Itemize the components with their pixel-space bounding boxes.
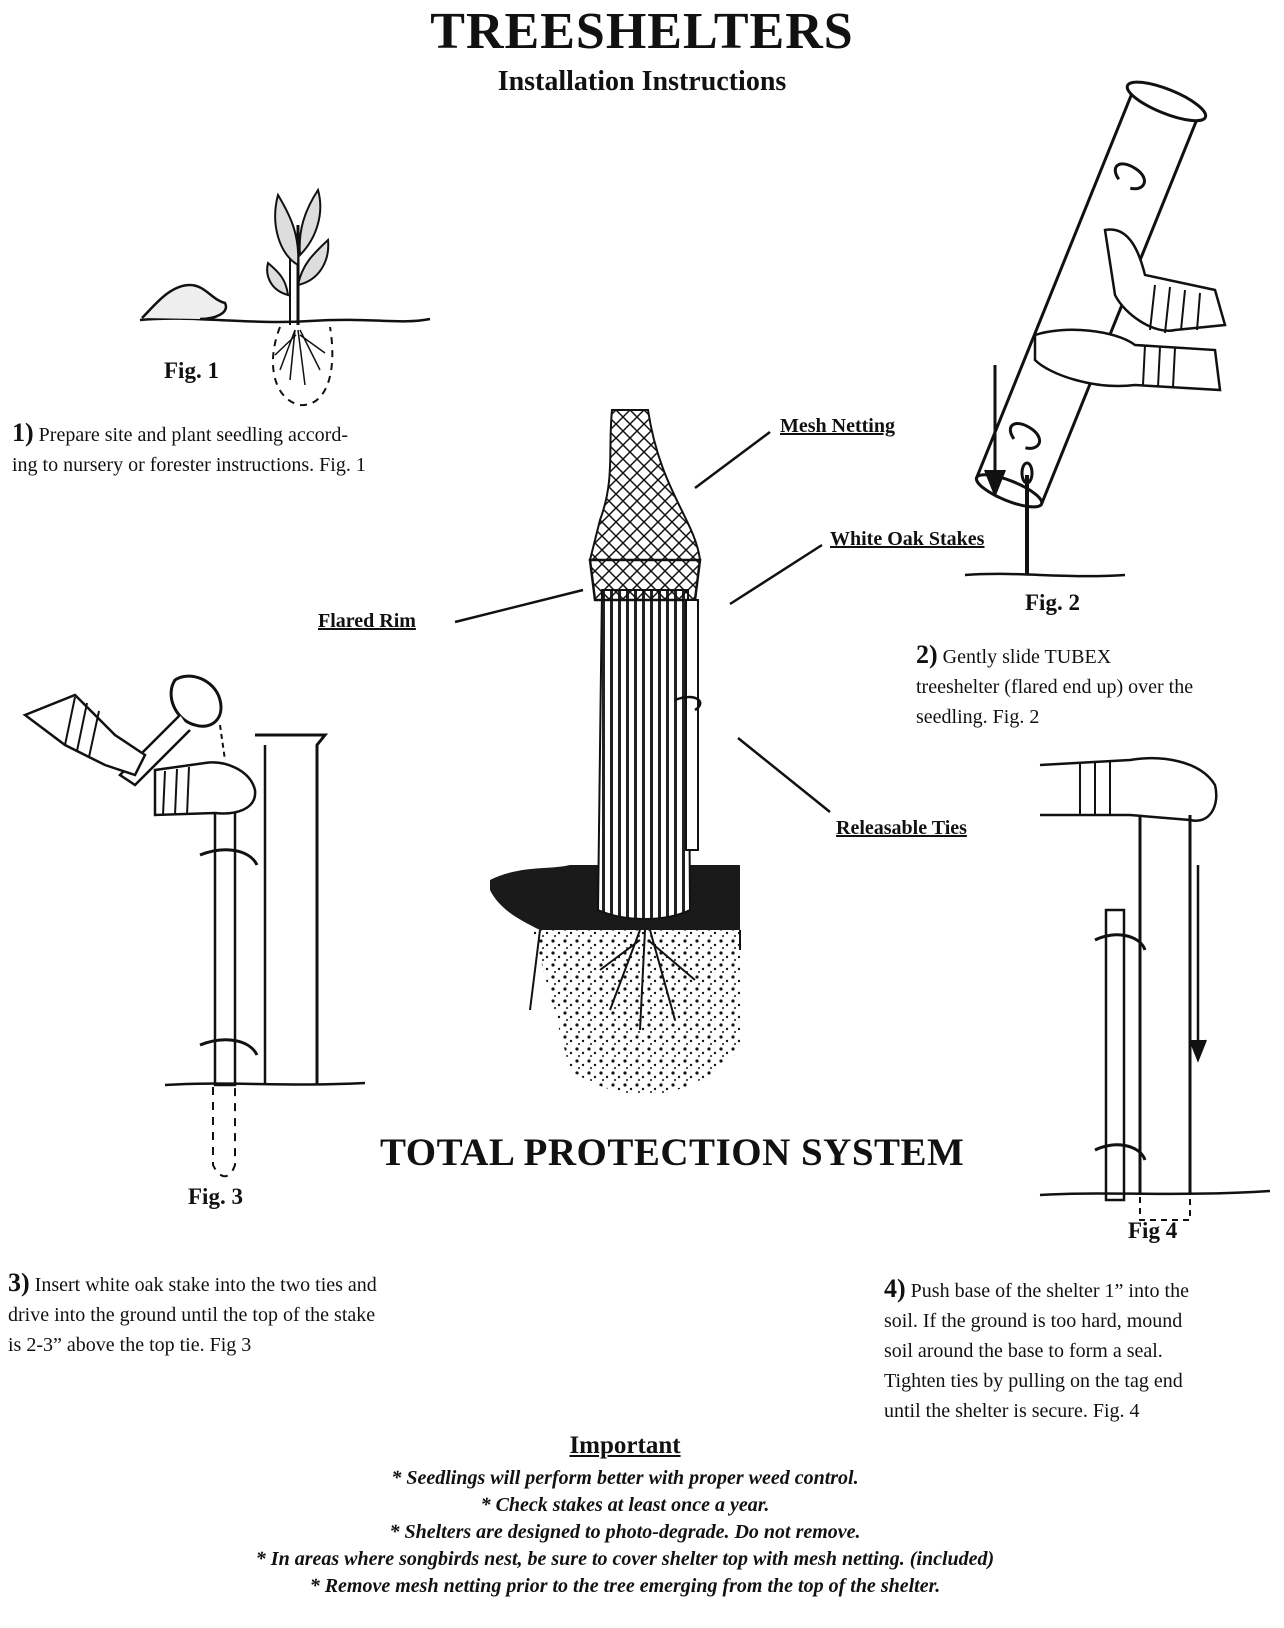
important-note: * In areas where songbirds nest, be sure… — [255, 1548, 995, 1570]
center-treeshelter-illustration — [490, 410, 760, 1095]
system-title: TOTAL PROTECTION SYSTEM — [380, 1131, 965, 1174]
callout-flared-rim: Flared Rim — [318, 610, 416, 632]
step-2-number: 2) — [916, 640, 938, 669]
fig3-hammer-illustration — [25, 675, 365, 1195]
step-4-line-4: Tighten ties by pulling on the tag end — [884, 1370, 1183, 1392]
important-note: * Seedlings will perform better with pro… — [391, 1467, 859, 1489]
page-title: TREESHELTERS — [430, 3, 854, 60]
important-note: * Check stakes at least once a year. — [480, 1494, 770, 1516]
important-notes: * Seedlings will perform better with pro… — [0, 1465, 1250, 1600]
step-1: 1) Prepare site and plant seedling accor… — [12, 418, 452, 480]
step-3-line-1: Insert white oak stake into the two ties… — [34, 1274, 377, 1296]
step-2-line-1: Gently slide TUBEX — [942, 646, 1112, 668]
step-2: 2) Gently slide TUBEX treeshelter (flare… — [916, 640, 1276, 732]
callout-releasable-ties: Releasable Ties — [836, 817, 967, 839]
important-heading: Important — [569, 1432, 681, 1459]
step-3-number: 3) — [8, 1268, 30, 1297]
step-1-line-1: Prepare site and plant seedling accord- — [38, 424, 348, 446]
callout-mesh-netting: Mesh Netting — [780, 415, 895, 437]
step-3-line-3: is 2-3” above the top tie. Fig 3 — [8, 1334, 252, 1356]
important-note: * Shelters are designed to photo-degrade… — [389, 1521, 861, 1543]
step-3: 3) Insert white oak stake into the two t… — [8, 1268, 478, 1360]
callout-white-oak-stakes: White Oak Stakes — [830, 528, 985, 550]
fig2-label: Fig. 2 — [1025, 590, 1080, 615]
step-4-line-5: until the shelter is secure. Fig. 4 — [884, 1400, 1140, 1422]
fig1-seedling-illustration — [130, 185, 440, 415]
step-2-line-3: seedling. Fig. 2 — [916, 706, 1040, 728]
page-subtitle: Installation Instructions — [497, 66, 787, 97]
step-4-line-3: soil around the base to form a seal. — [884, 1340, 1163, 1362]
step-3-line-2: drive into the ground until the top of t… — [8, 1304, 376, 1326]
step-4: 4) Push base of the shelter 1” into the … — [884, 1274, 1279, 1426]
fig4-push-illustration — [1040, 755, 1270, 1220]
step-4-line-2: soil. If the ground is too hard, mound — [884, 1310, 1183, 1332]
important-note: * Remove mesh netting prior to the tree … — [309, 1575, 941, 1597]
step-2-line-2: treeshelter (flared end up) over the — [916, 676, 1194, 698]
fig4-label: Fig 4 — [1128, 1218, 1178, 1243]
step-1-line-2: ing to nursery or forester instructions.… — [12, 454, 366, 476]
fig1-label: Fig. 1 — [164, 358, 219, 383]
fig3-label: Fig. 3 — [188, 1184, 243, 1209]
fig2-tube-illustration — [975, 75, 1235, 615]
step-4-line-1: Push base of the shelter 1” into the — [910, 1280, 1189, 1302]
step-1-number: 1) — [12, 418, 34, 447]
step-4-number: 4) — [884, 1274, 906, 1303]
